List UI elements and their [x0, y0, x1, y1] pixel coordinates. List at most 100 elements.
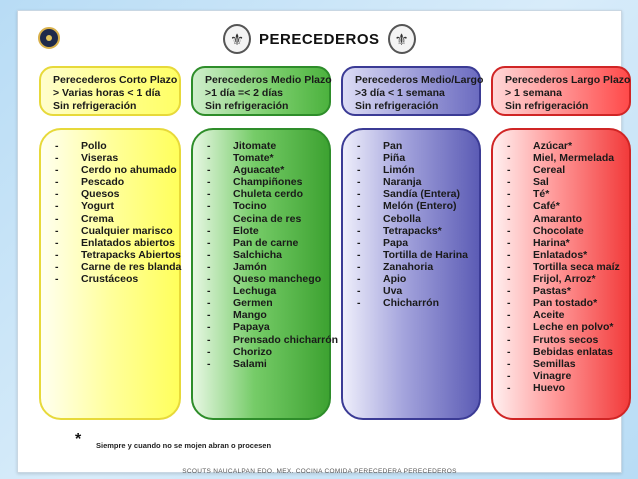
list-item: - Azúcar*	[505, 140, 623, 152]
list-bullet: -	[507, 297, 511, 310]
list-item: -Queso manchego	[205, 273, 323, 285]
list-item: -Uva	[355, 285, 473, 297]
footer-text: SCOUTS NAUCALPAN EDO. MEX. COCINA COMIDA…	[182, 468, 457, 475]
list-bullet: -	[357, 260, 361, 273]
list-bullet: -	[55, 188, 59, 201]
list-item: - Semillas	[505, 358, 623, 370]
list-bullet: -	[507, 176, 511, 189]
list-bullet: -	[507, 164, 511, 177]
list-item: -Chorizo	[205, 346, 323, 358]
list-item: -Germen	[205, 297, 323, 309]
list-bullet: -	[507, 369, 511, 382]
list-item-label: Semillas	[533, 357, 576, 370]
list-bullet: -	[507, 188, 511, 201]
list-item: -Pan de carne	[205, 237, 323, 249]
list-corto-plazo: -Pollo-Viseras-Cerdo no ahumado-Pescado-…	[39, 128, 181, 420]
list-item: - Viseras	[53, 152, 173, 164]
list-bullet: -	[55, 152, 59, 165]
list-item: - Sal	[505, 176, 623, 188]
header-corto-plazo: Perecederos Corto Plazo > Varias horas <…	[39, 66, 181, 116]
list-bullet: -	[507, 285, 511, 298]
list-item-label: Papaya	[233, 321, 270, 334]
list-item: -Chicharrón	[355, 297, 473, 309]
list-item-label: Apio	[383, 273, 407, 286]
list-item: -Aceite	[505, 309, 623, 321]
header-line: Sin refrigeración	[53, 100, 137, 112]
list-bullet: -	[207, 224, 211, 237]
list-item: -Pan	[355, 140, 473, 152]
header-line: Perecederos Corto Plazo	[53, 74, 178, 86]
list-item: -Melón (Entero)	[355, 200, 473, 212]
list-item: -Pescado	[53, 176, 173, 188]
list-item: -Tomate*	[205, 152, 323, 164]
list-bullet: -	[357, 212, 361, 225]
list-item: -Champiñones	[205, 176, 323, 188]
list-bullet: -	[207, 164, 211, 177]
list-item-label: Papa	[383, 236, 409, 249]
list-bullet: -	[507, 200, 511, 213]
list-bullet: -	[207, 345, 211, 358]
footnote-text: Siempre y cuando no se mojen abran o pro…	[96, 441, 272, 450]
list-item-label: Té*	[533, 188, 550, 201]
list-item-label: Chicharrón	[383, 297, 440, 310]
list-bullet: -	[507, 260, 511, 273]
list-item: -Elote	[205, 225, 323, 237]
list-item: -Huevo	[505, 382, 623, 394]
list-bullet: -	[507, 140, 511, 152]
list-item-label: Leche en polvo*	[533, 321, 614, 334]
list-bullet: -	[507, 357, 511, 370]
list-item-label: Piña	[383, 152, 406, 165]
list-item: -Cebolla	[355, 213, 473, 225]
list-bullet: -	[507, 248, 511, 261]
list-item: -Piña	[355, 152, 473, 164]
list-item: - Leche en polvo*	[505, 321, 623, 333]
list-item: -Cecina de res	[205, 213, 323, 225]
list-item: -Pollo	[53, 140, 173, 152]
list-bullet: -	[207, 260, 211, 273]
list-item-label: Melón (Entero)	[383, 200, 457, 213]
list-item: -Chocolate	[505, 225, 623, 237]
list-item-label: Yogurt	[81, 200, 115, 213]
list-item-label: Frutos secos	[533, 333, 599, 346]
list-bullet: -	[507, 236, 511, 249]
list-item: - Quesos	[53, 188, 173, 200]
list-item-label: Sal	[533, 176, 549, 189]
fleur-de-lis-icon: ⚜	[223, 24, 251, 54]
list-item-label: Salchicha	[233, 248, 283, 261]
list-item-label: Tetrapacks Abiertos	[81, 248, 181, 261]
list-item: -Limón	[355, 164, 473, 176]
list-bullet: -	[55, 212, 59, 225]
list-bullet: -	[507, 321, 511, 334]
list-bullet: -	[357, 188, 361, 201]
list-bullet: -	[55, 236, 59, 249]
list-item: -Frijol, Arroz*	[505, 273, 623, 285]
list-item: -Tocino	[205, 200, 323, 212]
list-item-label: Quesos	[81, 188, 120, 201]
list-bullet: -	[357, 285, 361, 298]
list-bullet: -	[357, 176, 361, 189]
list-item-label: Aguacate*	[233, 164, 285, 177]
slide: ⚜ PERECEDEROS ⚜ Perecederos Corto Plazo …	[17, 10, 631, 475]
header-line: >3 día < 1 semana	[355, 87, 445, 99]
header-medio-largo: Perecederos Medio/Largo >3 día < 1 seman…	[341, 66, 483, 116]
list-item: -Papaya	[205, 321, 323, 333]
list-item-label: Carne de res blanda	[81, 260, 182, 273]
list-item: - Zanahoria	[355, 261, 473, 273]
list-item-label: Lechuga	[233, 285, 277, 298]
list-item-label: Harina*	[533, 236, 570, 249]
list-item-label: Amaranto	[533, 212, 583, 225]
list-item-label: Zanahoria	[383, 260, 434, 273]
list-bullet: -	[55, 164, 59, 177]
list-bullet: -	[507, 381, 511, 394]
list-item: - Té*	[505, 188, 623, 200]
list-medio-plazo: -Jitomate-Tomate*-Aguacate*-Champiñones-…	[191, 128, 338, 420]
list-bullet: -	[207, 273, 211, 286]
list-item-label: Enlatados*	[533, 248, 588, 261]
list-bullet: -	[207, 309, 211, 322]
list-bullet: -	[507, 212, 511, 225]
list-item: -Jamón	[205, 261, 323, 273]
header-line: Perecederos Medio Plazo	[205, 74, 332, 86]
list-item-label: Germen	[233, 297, 273, 310]
list-item-label: Azúcar*	[533, 140, 573, 152]
list-item-label: Viseras	[81, 152, 119, 165]
